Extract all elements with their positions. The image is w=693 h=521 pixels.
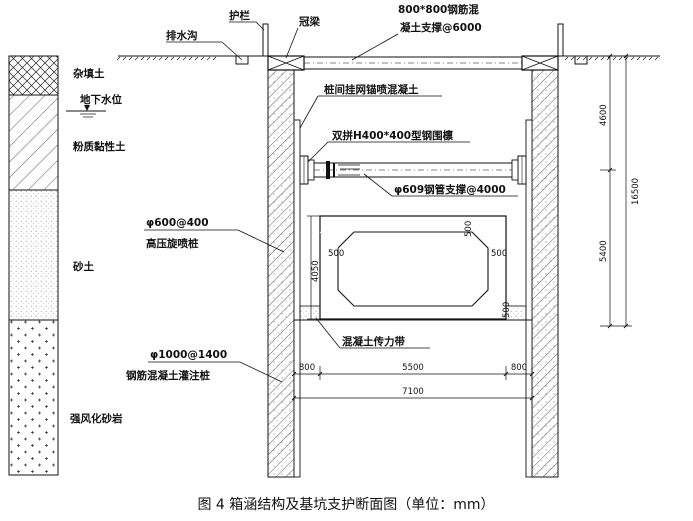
dim-haunch-top-right: 500 bbox=[491, 249, 507, 259]
concrete-strut bbox=[304, 56, 522, 70]
label-bored-pile-spec: φ1000@1400 bbox=[150, 349, 227, 361]
soil-layer-2-name: 粉质黏性土 bbox=[73, 140, 126, 153]
dim-left-gap: 800 bbox=[299, 363, 315, 373]
soil-layer-3-name: 砂土 bbox=[72, 260, 94, 273]
label-steel-waler: 双拼H400*400型钢围檩 bbox=[331, 129, 454, 142]
guard-rail-right bbox=[557, 23, 564, 57]
label-jet-grout-spec: φ600@400 bbox=[146, 217, 209, 229]
dim-right-lines bbox=[600, 53, 632, 329]
label-bored-pile-name: 钢筋混凝土灌注桩 bbox=[126, 369, 210, 382]
soil-layer-1-name: 杂填土 bbox=[73, 67, 105, 80]
crown-beam-left bbox=[267, 55, 305, 71]
dim-total-width: 7100 bbox=[402, 387, 424, 397]
soil-sand bbox=[8, 189, 59, 321]
guard-rail-left bbox=[262, 23, 269, 57]
box-culvert bbox=[319, 215, 507, 320]
steel-pipe-strut bbox=[314, 161, 512, 179]
load-belt-right bbox=[505, 305, 527, 321]
label-concrete-strut-line2: 凝土支撑@6000 bbox=[400, 21, 482, 34]
dim-inner-width: 5500 bbox=[402, 363, 424, 373]
label-guard-rail: 护栏 bbox=[229, 9, 250, 22]
soil-silty-clay bbox=[8, 94, 59, 191]
dim-bottom-lines bbox=[291, 366, 535, 404]
label-jet-grout-name: 高压旋喷桩 bbox=[146, 237, 199, 250]
label-shotcrete: 桩间挂网锚喷混凝土 bbox=[324, 83, 419, 96]
dim-lower-depth: 5400 bbox=[599, 240, 609, 262]
jet-grout-wall-right bbox=[525, 119, 533, 478]
dim-haunch-upper-right: 500 bbox=[464, 221, 474, 237]
dim-total-depth: 16500 bbox=[631, 178, 641, 205]
groundwater-label: 地下水位 bbox=[80, 93, 122, 106]
label-crown-beam: 冠梁 bbox=[299, 15, 320, 28]
dim-culvert-height: 4050 bbox=[311, 260, 321, 282]
load-belt-left bbox=[299, 305, 321, 321]
jet-grout-wall-left bbox=[293, 119, 301, 478]
soil-weathered-sandstone bbox=[8, 319, 59, 476]
label-drain-ditch: 排水沟 bbox=[166, 29, 198, 42]
label-steel-pipe-strut: φ609钢管支撑@4000 bbox=[394, 183, 506, 196]
drain-ditch-left bbox=[235, 56, 249, 65]
drain-ditch-right bbox=[574, 56, 588, 65]
steel-waler-right bbox=[511, 155, 527, 185]
dim-haunch-top-left: 500 bbox=[328, 249, 344, 259]
soil-layer-4-name: 强风化砂岩 bbox=[70, 412, 123, 425]
label-concrete-strut-line1: 800*800钢筋混 bbox=[398, 3, 479, 16]
soil-column bbox=[8, 55, 59, 476]
dim-upper-depth: 4600 bbox=[599, 104, 609, 126]
crown-beam-right bbox=[521, 55, 559, 71]
label-load-belt: 混凝土传力带 bbox=[342, 335, 405, 348]
dim-right-gap: 800 bbox=[511, 363, 527, 373]
leader-lines bbox=[144, 21, 518, 383]
soil-fill-layer bbox=[8, 55, 59, 96]
figure-caption: 图 4 箱涵结构及基坑支护断面图（单位：mm） bbox=[197, 496, 494, 513]
groundwater-symbol bbox=[66, 105, 106, 118]
steel-waler-left bbox=[299, 155, 315, 185]
